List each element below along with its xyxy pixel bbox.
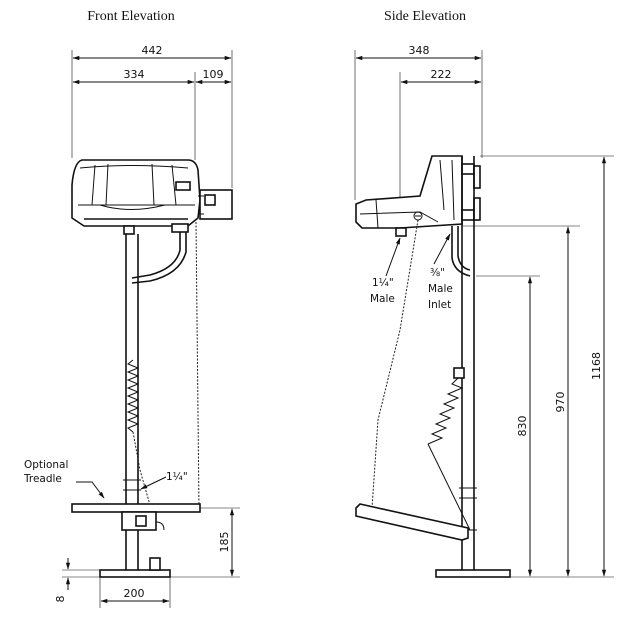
label-optional: Optional (24, 459, 68, 471)
label-pipe-size: 1¼" (166, 471, 188, 483)
side-elevation-title: Side Elevation (384, 9, 466, 24)
side-elevation: 348 222 (354, 44, 614, 578)
front-dim-200: 200 (99, 578, 171, 608)
front-bowl (71, 159, 233, 227)
side-height-dimensions: 1168 970 830 (462, 155, 614, 578)
side-spring (427, 367, 465, 445)
inlet-callout: ⅜" Male Inlet (428, 233, 453, 311)
front-treadle (71, 503, 201, 531)
label-outlet-size: 1¼" (372, 277, 394, 289)
front-elevation-title: Front Elevation (87, 9, 175, 24)
label-inlet-inlet: Inlet (428, 299, 451, 311)
label-inlet-male: Male (428, 283, 453, 295)
dim-8: 8 (54, 596, 67, 603)
dim-970: 970 (554, 392, 567, 413)
dim-185: 185 (218, 532, 231, 553)
label-treadle: Treadle (23, 473, 62, 485)
dim-442: 442 (142, 44, 163, 57)
front-chain-center (132, 431, 151, 506)
dim-222: 222 (431, 68, 452, 81)
front-elevation: 442 334 109 (23, 44, 240, 608)
dim-1168: 1168 (590, 352, 603, 380)
side-chain (371, 219, 419, 509)
outlet-callout: 1¼" Male (370, 237, 401, 305)
dim-109: 109 (203, 68, 224, 81)
front-spring (126, 359, 140, 433)
label-outlet-male: Male (370, 293, 395, 305)
front-chain-right (195, 221, 200, 511)
side-top-dimensions: 348 222 (354, 44, 483, 220)
front-base (99, 557, 171, 578)
side-pipe (459, 156, 477, 570)
front-hose (123, 223, 189, 284)
front-top-dimensions: 442 334 109 (71, 44, 233, 188)
pipe-size-callout: 1¼" (140, 471, 188, 490)
dim-200: 200 (124, 587, 145, 600)
front-dim-185: 185 (170, 507, 240, 578)
dim-334: 334 (124, 68, 145, 81)
front-dim-8: 8 (54, 558, 100, 603)
optional-treadle-callout: Optional Treadle (23, 459, 105, 499)
side-bowl (355, 155, 481, 229)
dim-830: 830 (516, 416, 529, 437)
side-base (435, 569, 511, 578)
label-inlet-size: ⅜" (430, 267, 445, 279)
side-treadle (355, 443, 471, 541)
dim-348: 348 (409, 44, 430, 57)
